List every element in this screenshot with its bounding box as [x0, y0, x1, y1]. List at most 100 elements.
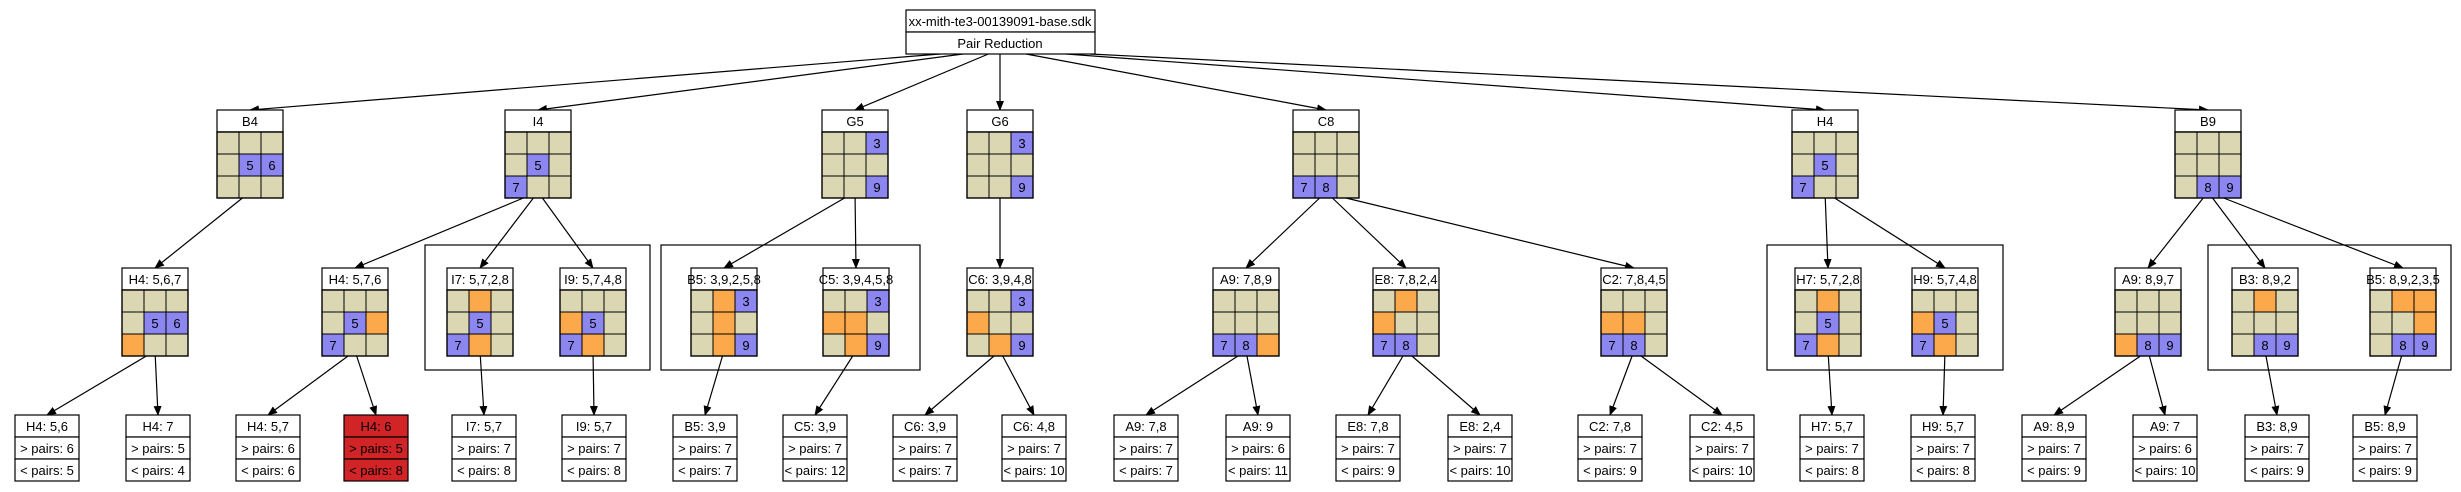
leaf-row-text: H4: 7 — [142, 419, 173, 434]
leaf-row-text: > pairs: 7 — [678, 441, 732, 456]
leaf-row-text: < pairs: 10 — [1449, 463, 1510, 478]
node-g6a: C6: 3,9,4,839 — [966, 267, 1034, 357]
edge-i4-i4a — [354, 197, 524, 269]
leaf-l20: A9: 7> pairs: 6< pairs: 10 — [2132, 414, 2198, 482]
grid-cell — [1838, 289, 1862, 313]
grid-cell — [526, 131, 550, 155]
cell-digit: 8 — [1242, 338, 1249, 353]
grid-cell — [1394, 289, 1418, 313]
node-label: B4 — [242, 114, 258, 129]
leaf-row-text: < pairs: 7 — [1119, 463, 1173, 478]
leaf-row-text: < pairs: 8 — [349, 463, 403, 478]
grid-cell — [1813, 131, 1837, 155]
leaf-row-text: A9: 7 — [2150, 419, 2180, 434]
grid-cell — [690, 289, 714, 313]
leaf-row-text: < pairs: 10 — [2134, 463, 2195, 478]
cell-digit: 7 — [1802, 338, 1809, 353]
leaf-l3: H4: 5,7> pairs: 6< pairs: 6 — [235, 414, 301, 482]
leaf-row-text: > pairs: 7 — [1583, 441, 1637, 456]
leaf-row-text: < pairs: 8 — [1916, 463, 1970, 478]
leaf-row-box — [125, 458, 191, 482]
edge-root-b9 — [1089, 53, 2209, 114]
grid-cell — [1372, 289, 1396, 313]
grid-cell — [526, 175, 550, 199]
grid-cell — [2114, 311, 2138, 335]
cell-digit: 9 — [1018, 338, 1025, 353]
edge-root-g5 — [854, 53, 989, 111]
grid-cell — [1838, 311, 1862, 335]
grid-cell — [581, 289, 605, 313]
grid-cell — [2275, 289, 2299, 313]
grid-cell — [1955, 311, 1979, 335]
grid-cell — [1292, 131, 1316, 155]
grid-cell — [988, 333, 1012, 357]
grid-cell — [2253, 289, 2277, 313]
node-i4a: H4: 5,7,657 — [321, 267, 389, 357]
cell-digit: 3 — [1018, 136, 1025, 151]
grid-cell — [1835, 131, 1859, 155]
grid-cell — [468, 289, 492, 313]
grid-cell — [165, 289, 189, 313]
edge-h4b-l18 — [1939, 355, 1948, 416]
leaf-l7: B5: 3,9> pairs: 7< pairs: 7 — [672, 414, 738, 482]
leaf-row-text: < pairs: 9 — [2250, 463, 2304, 478]
grid-cell — [446, 289, 470, 313]
cluster-g5-children — [660, 244, 921, 371]
grid-frame — [966, 131, 1034, 199]
grid-frame — [822, 289, 890, 357]
grid-cell — [2369, 311, 2393, 335]
grid-cell — [2391, 311, 2415, 335]
grid-frame — [1600, 289, 1668, 357]
edge-g6a-l9 — [924, 355, 995, 416]
cell-digit: 5 — [1824, 316, 1831, 331]
node-label: B3: 8,9,2 — [2239, 272, 2291, 287]
leaf-row-text: H4: 5,6 — [26, 419, 68, 434]
leaf-l16: C2: 4,5> pairs: 7< pairs: 10 — [1689, 414, 1755, 482]
grid-cell — [1336, 131, 1360, 155]
grid-cell — [2369, 289, 2393, 313]
grid-frame — [504, 131, 572, 199]
edge-h4a-l17 — [1827, 355, 1836, 416]
cell-digit: 5 — [1941, 316, 1948, 331]
cell-digit: 5 — [1821, 158, 1828, 173]
leaf-l5: I7: 5,7> pairs: 7< pairs: 8 — [451, 414, 517, 482]
grid-cell — [966, 289, 990, 313]
grid-cell — [1794, 311, 1818, 335]
grid-cell — [821, 175, 845, 199]
grid-cell — [216, 175, 240, 199]
edge-c8b-l14 — [1411, 355, 1481, 416]
grid-cell — [548, 153, 572, 177]
grid-cell — [238, 131, 262, 155]
node-g5a: B5: 3,9,2,5,839 — [687, 267, 761, 357]
grid-cell — [121, 289, 145, 313]
edge-b9-b9a — [2147, 197, 2204, 269]
cell-digit: 8 — [1322, 180, 1329, 195]
grid-cell — [468, 333, 492, 357]
cell-digit: 9 — [742, 338, 749, 353]
leaf-row-box — [2132, 458, 2198, 482]
cell-digit: 3 — [873, 136, 880, 151]
leaf-l15: C2: 7,8> pairs: 7< pairs: 9 — [1577, 414, 1643, 482]
leaf-row-box — [561, 458, 627, 482]
edge-i4c-l6 — [589, 355, 598, 416]
grid-cell — [321, 311, 345, 335]
leaf-l14: E8: 2,4> pairs: 7< pairs: 10 — [1447, 414, 1513, 482]
grid-cell — [2413, 311, 2437, 335]
node-label: G5 — [846, 114, 863, 129]
cell-digit: 8 — [2261, 338, 2268, 353]
grid-cell — [216, 153, 240, 177]
grid-cell — [2413, 289, 2437, 313]
cell-digit: 7 — [1799, 180, 1806, 195]
edge-g6a-l10 — [1002, 355, 1035, 416]
grid-cell — [1256, 311, 1280, 335]
edge-root-b4 — [249, 53, 941, 114]
leaf-l6: I9: 5,7> pairs: 7< pairs: 8 — [561, 414, 627, 482]
edges-layer — [46, 53, 2404, 416]
edge-root-i4 — [537, 53, 964, 113]
grid-cell — [2275, 311, 2299, 335]
leaf-row-box — [235, 458, 301, 482]
grid-cell — [1791, 131, 1815, 155]
